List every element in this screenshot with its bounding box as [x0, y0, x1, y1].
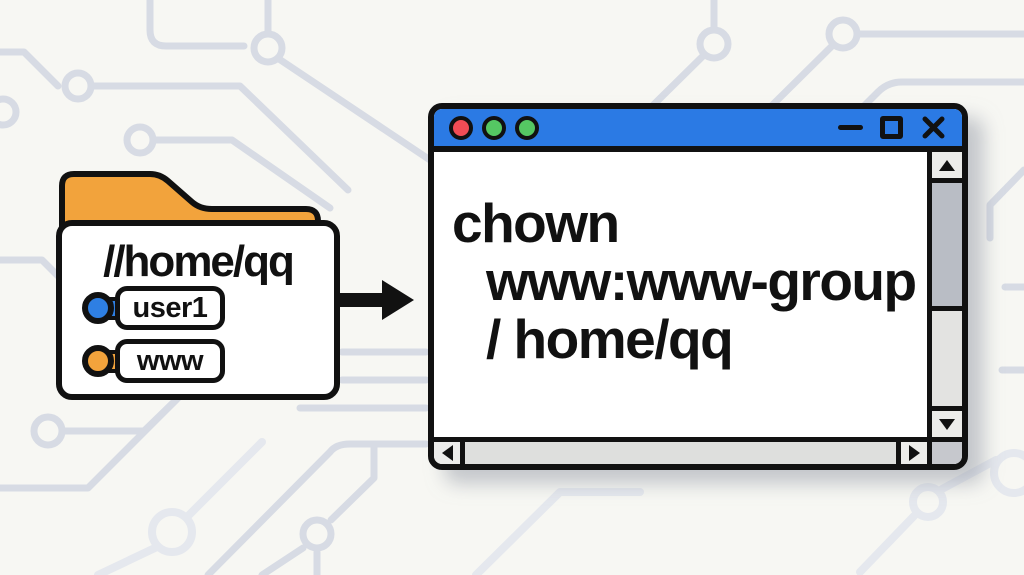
traffic-light-red-icon[interactable] [449, 115, 473, 140]
close-button[interactable] [920, 114, 947, 141]
user-key-icon [82, 292, 114, 324]
horizontal-scrollbar-row [434, 437, 962, 464]
folder-path-label: //home/qq [103, 237, 295, 286]
vertical-scrollbar-track[interactable] [932, 311, 962, 406]
minimize-button[interactable] [838, 125, 863, 130]
scrollbar-corner [927, 442, 962, 464]
scroll-right-button[interactable] [896, 442, 927, 464]
command-line-1: chown [452, 192, 620, 254]
triangle-down-icon [939, 418, 955, 430]
scroll-up-button[interactable] [932, 152, 962, 183]
vertical-scrollbar-thumb[interactable] [932, 183, 962, 311]
scroll-left-button[interactable] [434, 442, 465, 464]
traffic-lights [449, 115, 539, 140]
triangle-up-icon [939, 159, 955, 171]
owner-tag-user1: user1 [82, 286, 225, 330]
window-controls [838, 114, 947, 141]
scroll-down-button[interactable] [932, 406, 962, 437]
owner-name-label: user1 [115, 286, 225, 330]
triangle-right-icon [908, 445, 920, 461]
traffic-light-green-icon[interactable] [482, 115, 506, 140]
triangle-left-icon [441, 445, 453, 461]
command-line-2: www:www-group [486, 250, 917, 312]
window-body: chown www:www-group / home/qq [434, 152, 962, 437]
command-line-3: / home/qq [486, 308, 734, 370]
terminal-content-area: chown www:www-group / home/qq [434, 152, 927, 437]
flow-arrow-icon [334, 280, 414, 320]
horizontal-scrollbar-track[interactable] [465, 442, 896, 464]
owner-name-label: www [115, 339, 225, 383]
traffic-light-green2-icon[interactable] [515, 115, 539, 140]
folder-body: //home/qq user1 www [56, 220, 340, 400]
window-titlebar [434, 109, 962, 152]
maximize-button[interactable] [880, 116, 903, 139]
owner-tag-www: www [82, 339, 225, 383]
command-text: chown www:www-group / home/qq [452, 192, 917, 370]
folder-tab-icon [59, 171, 321, 228]
vertical-scrollbar[interactable] [927, 152, 962, 437]
user-key-icon [82, 345, 114, 377]
owner-list: user1 www [82, 286, 225, 383]
app-window: chown www:www-group / home/qq [428, 103, 968, 470]
